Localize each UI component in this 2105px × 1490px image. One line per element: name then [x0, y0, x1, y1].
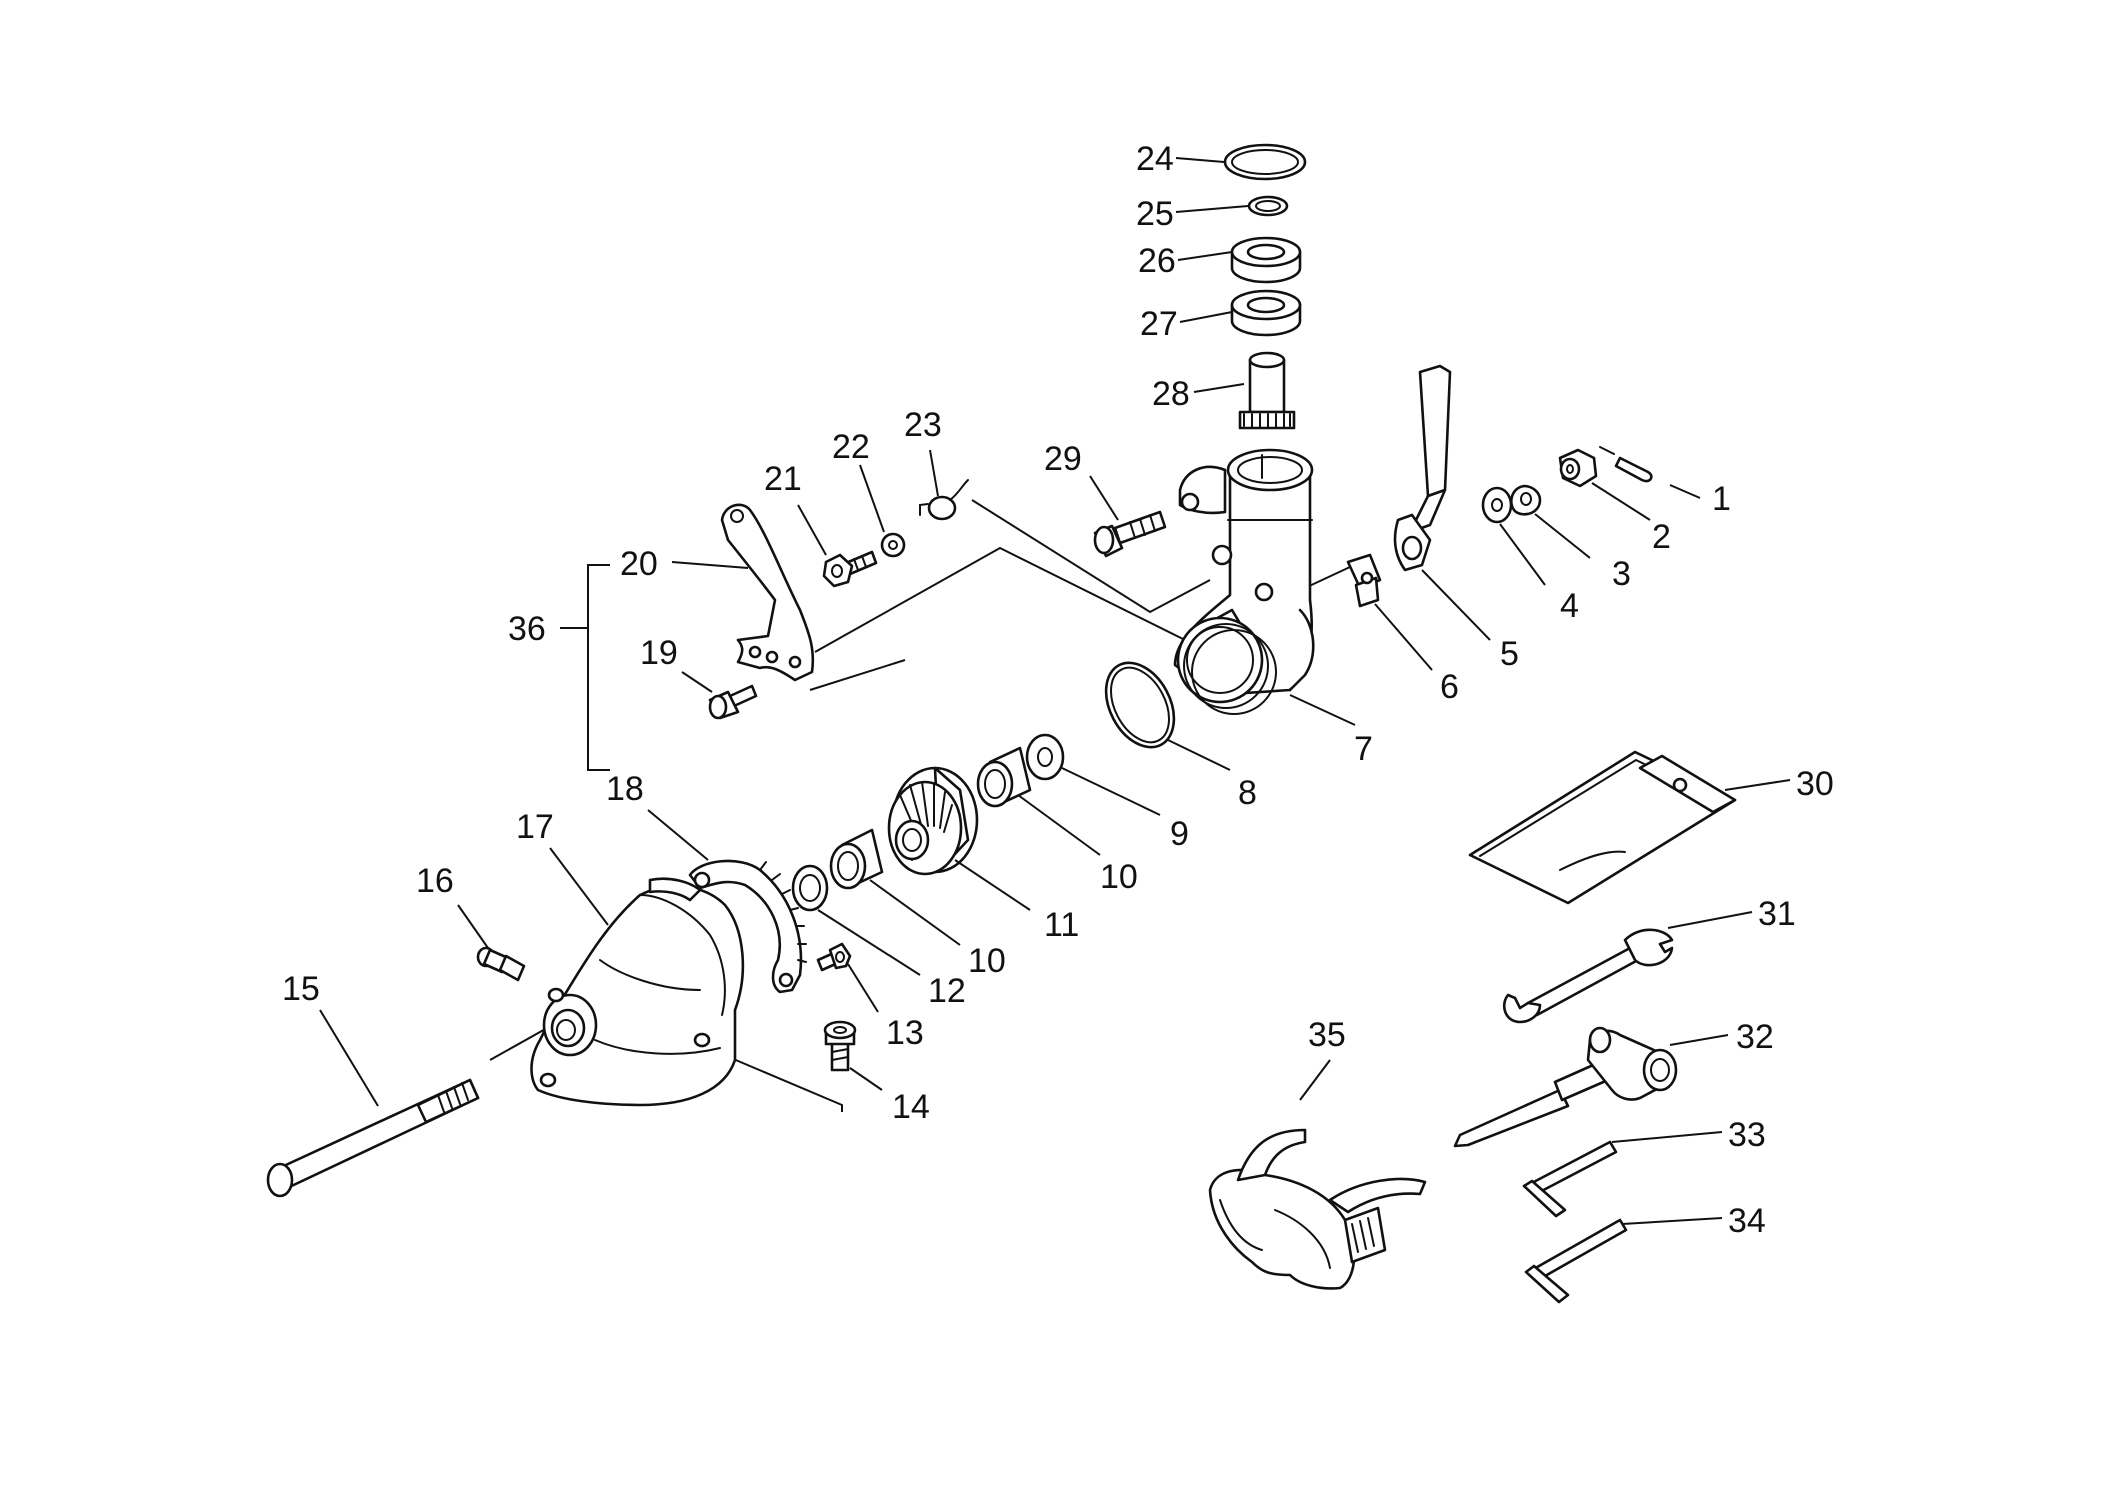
label-part-32: 32 — [1736, 1018, 1774, 1056]
label-part-28: 28 — [1152, 375, 1190, 413]
part-25-snap-ring — [1247, 195, 1289, 217]
bracket-36 — [560, 564, 610, 771]
part-21-bolt — [822, 550, 878, 588]
label-part-33: 33 — [1728, 1116, 1766, 1154]
label-part-24: 24 — [1136, 140, 1174, 178]
label-part-10a: 10 — [1100, 858, 1138, 896]
part-27-bearing — [1230, 289, 1302, 337]
part-31-wrench — [1503, 928, 1674, 1024]
part-17-gear-case-cover — [530, 877, 745, 1107]
part-32-socket-wrench — [1453, 1026, 1678, 1148]
label-part-10b: 10 — [968, 942, 1006, 980]
label-part-17: 17 — [516, 808, 554, 846]
leader-lines — [319, 157, 1791, 1225]
label-part-1: 1 — [1712, 480, 1731, 518]
part-7-gear-case — [1173, 448, 1315, 715]
part-labels: 1 2 3 4 5 6 7 8 9 10 11 10 12 13 14 15 1… — [282, 140, 1834, 1240]
label-part-6: 6 — [1440, 668, 1459, 706]
part-6-lock-plate — [1346, 553, 1382, 608]
part-19-screw — [708, 684, 758, 720]
label-part-2: 2 — [1652, 518, 1671, 556]
label-part-16: 16 — [416, 862, 454, 900]
label-part-22: 22 — [832, 428, 870, 466]
label-part-5: 5 — [1500, 635, 1519, 673]
part-12-washer — [791, 864, 829, 912]
label-part-29: 29 — [1044, 440, 1082, 478]
label-part-35: 35 — [1308, 1016, 1346, 1054]
label-part-30: 30 — [1796, 765, 1834, 803]
part-22-washer — [880, 532, 906, 558]
label-part-7: 7 — [1354, 730, 1373, 768]
part-33-hex-key — [1522, 1140, 1618, 1218]
label-part-3: 3 — [1612, 555, 1631, 593]
part-23-clip — [919, 479, 969, 521]
label-part-34: 34 — [1728, 1202, 1766, 1240]
part-3-spring-washer — [1510, 484, 1542, 516]
part-4-washer — [1481, 486, 1513, 524]
label-part-12: 12 — [928, 972, 966, 1010]
label-part-26: 26 — [1138, 242, 1176, 280]
part-10b-needle-bearing — [829, 828, 884, 890]
part-30-bag — [1468, 750, 1737, 905]
label-part-25: 25 — [1136, 195, 1174, 233]
label-part-20: 20 — [620, 545, 658, 583]
label-part-36: 36 — [508, 610, 546, 648]
label-part-15: 15 — [282, 970, 320, 1008]
part-29-bolt — [1093, 510, 1167, 558]
part-10a-needle-bearing — [976, 746, 1032, 808]
part-35-safety-goggles — [1208, 1128, 1427, 1290]
label-part-19: 19 — [640, 634, 678, 672]
label-part-14: 14 — [892, 1088, 930, 1126]
part-26-bearing — [1230, 236, 1302, 284]
part-24-circlip — [1223, 143, 1307, 181]
part-18-toothed-plate — [688, 859, 807, 994]
label-part-21: 21 — [764, 460, 802, 498]
label-part-27: 27 — [1140, 305, 1178, 343]
label-part-11: 11 — [1044, 906, 1079, 944]
label-part-31: 31 — [1758, 895, 1796, 933]
part-15-long-bolt — [266, 1078, 480, 1198]
part-1-cotter-pin — [1599, 446, 1653, 483]
label-part-9: 9 — [1170, 815, 1189, 853]
part-8-o-ring — [1104, 661, 1176, 749]
part-13-screw — [816, 942, 852, 972]
part-2-castle-nut — [1558, 448, 1598, 488]
label-part-18: 18 — [606, 770, 644, 808]
part-11-bevel-gear — [887, 766, 979, 876]
label-part-23: 23 — [904, 406, 942, 444]
part-16-grease-nipple — [476, 946, 526, 982]
label-part-4: 4 — [1560, 587, 1579, 625]
part-9-washer — [1025, 733, 1065, 781]
label-part-13: 13 — [886, 1014, 924, 1052]
part-5-handle-lever — [1393, 364, 1452, 572]
part-28-pinion-shaft — [1238, 351, 1296, 430]
part-34-hex-key — [1524, 1218, 1628, 1304]
part-20-bracket — [720, 503, 815, 682]
part-14-screw — [823, 1020, 857, 1072]
label-part-8: 8 — [1238, 774, 1257, 812]
